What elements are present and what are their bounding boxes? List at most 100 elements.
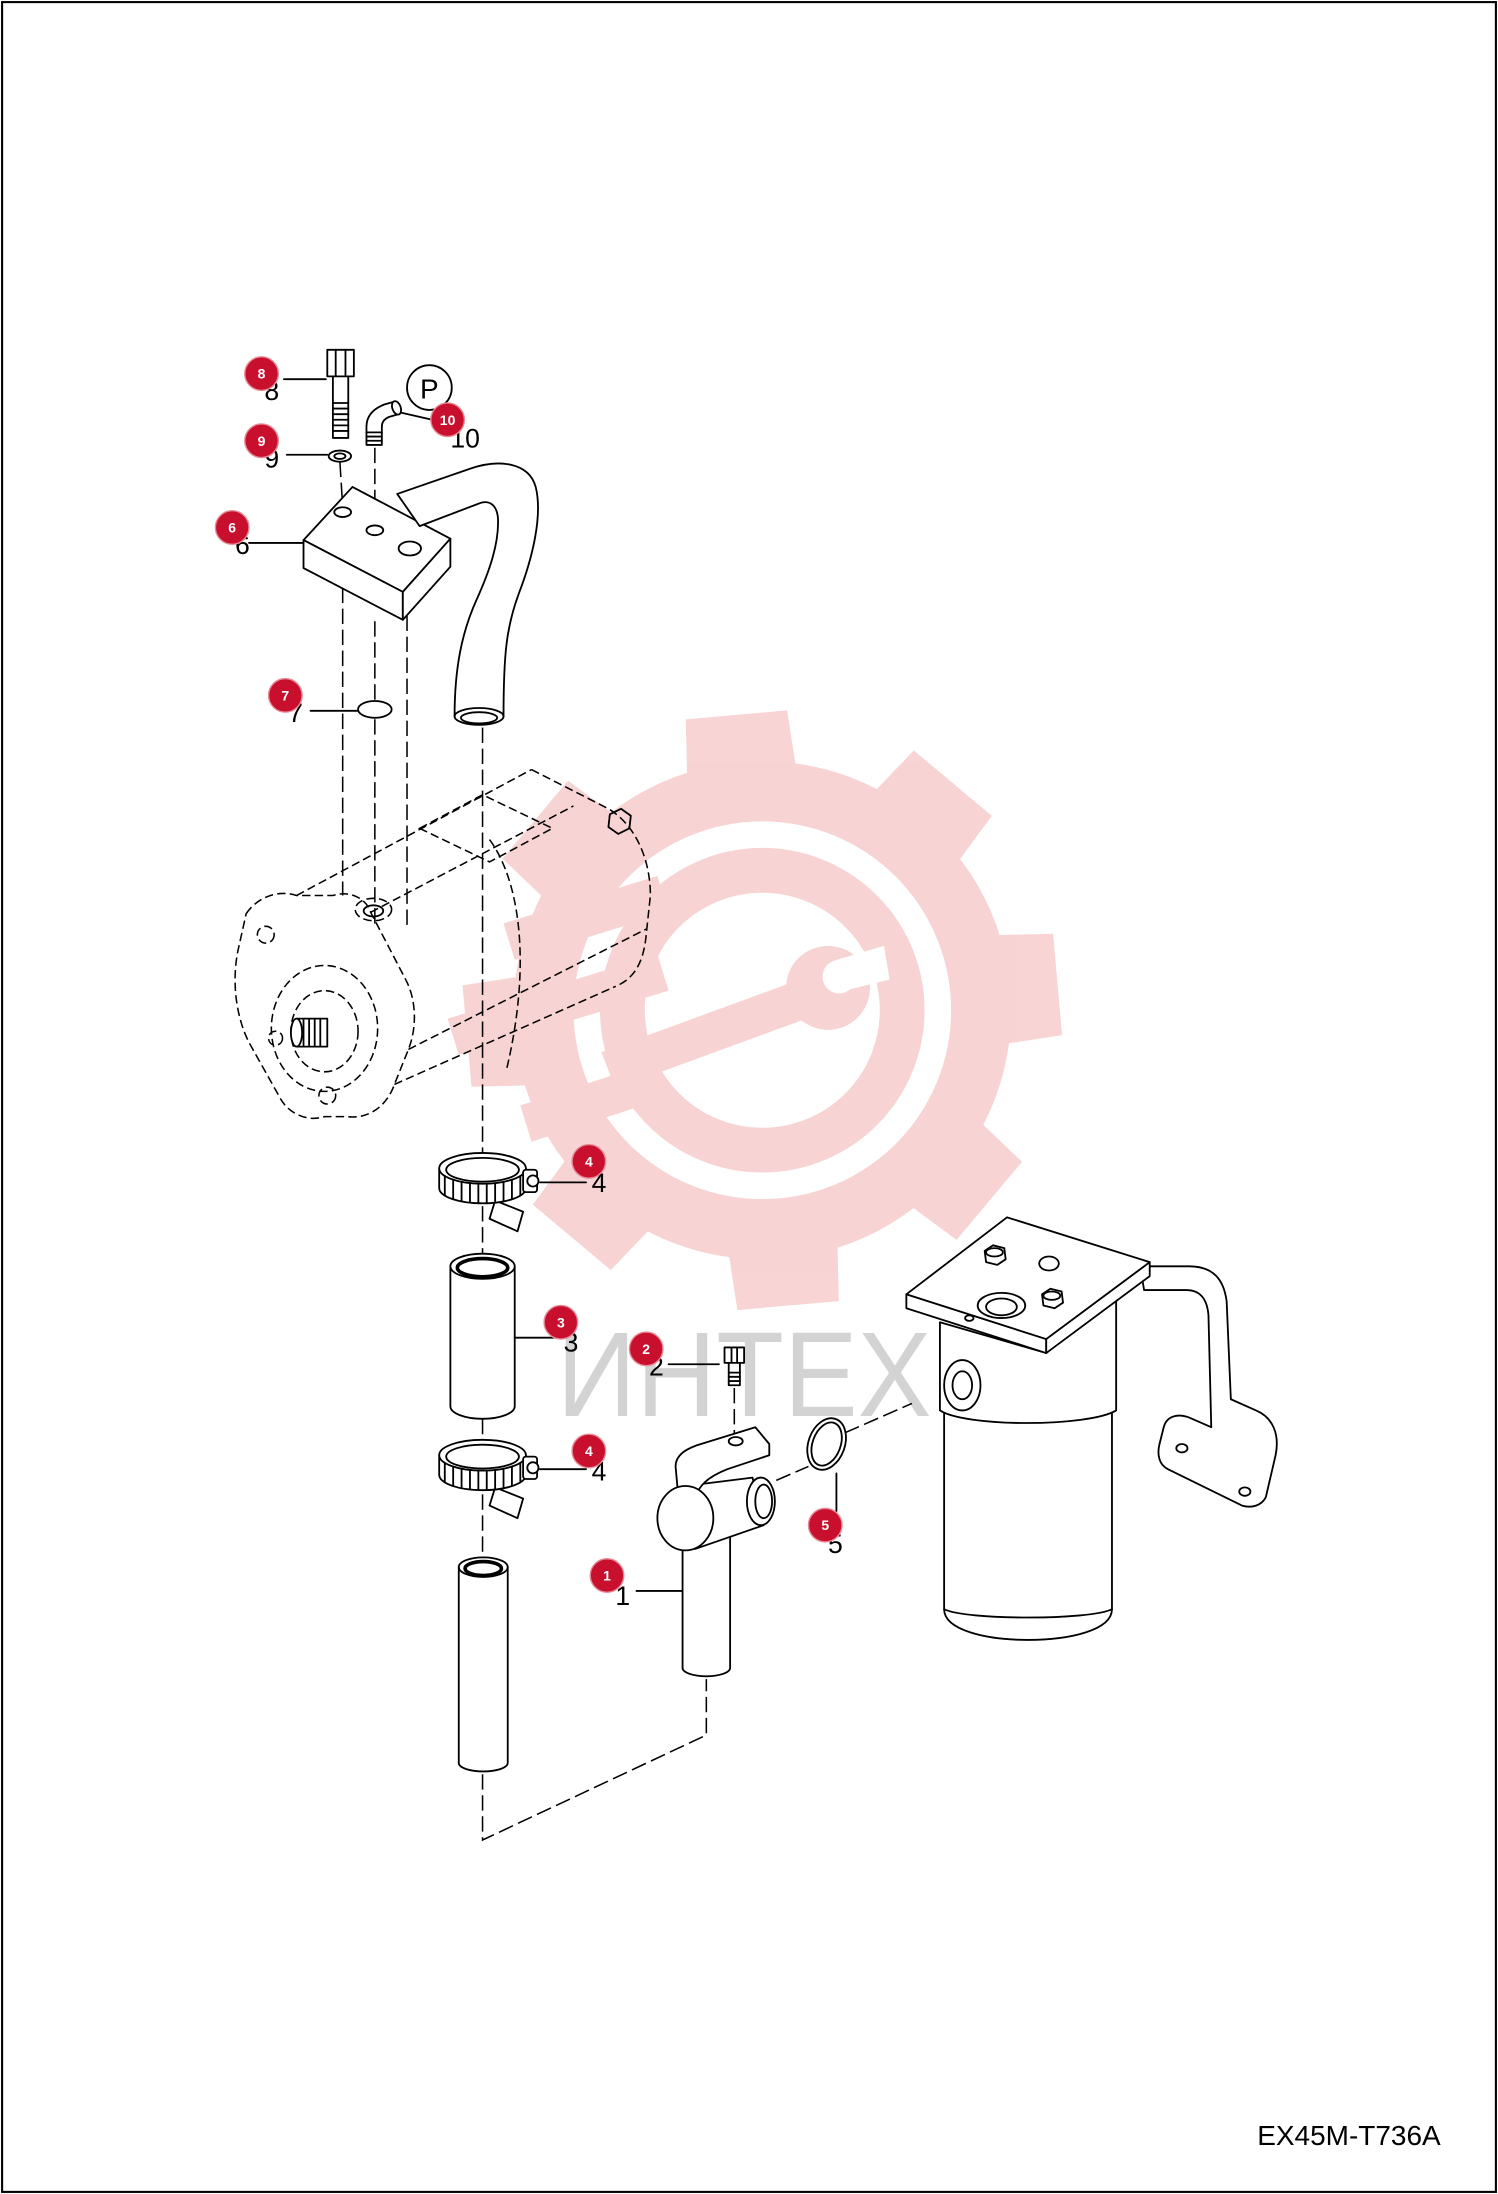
fitting-spigot bbox=[745, 1476, 776, 1527]
callout-4-upper[interactable]: 4 bbox=[571, 1143, 607, 1179]
assembly-line bbox=[339, 461, 344, 507]
bracket-hole bbox=[1238, 1486, 1252, 1497]
watermark-stripe bbox=[503, 875, 669, 960]
elbow-pipe-part-1 bbox=[656, 1426, 776, 1678]
hose-clamp-part-4-upper bbox=[438, 1152, 540, 1233]
pump-body-edge bbox=[408, 928, 647, 1051]
clamp-inner-edge bbox=[445, 1443, 520, 1470]
ref-label: 1 bbox=[615, 1581, 630, 1611]
filter-head-hole bbox=[964, 1314, 975, 1322]
callout-number[interactable]: 6 bbox=[228, 520, 236, 536]
bolt-head-top bbox=[985, 1247, 1004, 1258]
callout-number[interactable]: 1 bbox=[603, 1568, 611, 1584]
callout-1[interactable]: 1 bbox=[589, 1558, 625, 1594]
block-side-face bbox=[401, 537, 452, 621]
o-ring-inner bbox=[810, 1421, 843, 1467]
watermark-wrench-jaw-opening bbox=[836, 945, 890, 991]
pressure-port-symbol: P bbox=[406, 364, 453, 411]
callout-dot[interactable] bbox=[430, 402, 466, 438]
elbow-fitting-part-10 bbox=[365, 400, 403, 446]
assembly-line bbox=[481, 1679, 708, 1842]
callout-8[interactable]: 8 bbox=[244, 356, 280, 392]
callout-dot[interactable] bbox=[244, 423, 280, 459]
callout-6[interactable]: 6 bbox=[214, 510, 250, 546]
filter-head-bolt bbox=[1041, 1287, 1064, 1310]
block-bolt-hole bbox=[365, 524, 385, 537]
callout-number[interactable]: 4 bbox=[585, 1153, 593, 1169]
filter-canister bbox=[943, 1405, 1113, 1641]
filter-inlet-port bbox=[943, 1359, 982, 1412]
callout-dot[interactable] bbox=[543, 1304, 579, 1340]
clamp-screw-head bbox=[526, 1461, 540, 1475]
callout-number[interactable]: 10 bbox=[440, 412, 456, 428]
pump-rear-bolt bbox=[607, 807, 632, 835]
callout-number[interactable]: 7 bbox=[281, 687, 289, 703]
watermark-logo bbox=[447, 710, 1063, 1311]
block-part-6 bbox=[302, 486, 452, 621]
filter-head-outlet-bore bbox=[985, 1297, 1018, 1317]
pressure-symbol-letter: P bbox=[420, 373, 439, 404]
callout-3[interactable]: 3 bbox=[543, 1304, 579, 1340]
callout-dot[interactable] bbox=[244, 356, 280, 392]
callout-5[interactable]: 5 bbox=[807, 1507, 843, 1543]
callout-10[interactable]: 10 bbox=[430, 402, 466, 438]
callout-dot[interactable] bbox=[628, 1331, 664, 1367]
drawing-code: EX45M-T736A bbox=[1257, 2120, 1441, 2151]
block-bolt-hole bbox=[333, 506, 352, 518]
washer-inner bbox=[333, 452, 347, 460]
clamp-tail bbox=[488, 1199, 525, 1233]
callout-dot[interactable] bbox=[214, 510, 250, 546]
clamp-inner-edge bbox=[445, 1156, 520, 1183]
pump-flange-hole bbox=[256, 925, 275, 944]
callout-9[interactable]: 9 bbox=[244, 423, 280, 459]
pump-rear-cover bbox=[531, 768, 652, 988]
pump-port bbox=[354, 897, 393, 922]
pump-body-edge bbox=[296, 768, 532, 897]
callout-number[interactable]: 2 bbox=[642, 1341, 650, 1357]
clamp-band-slots bbox=[443, 1461, 522, 1492]
pressure-symbol-circle bbox=[406, 364, 453, 411]
callout-dot[interactable] bbox=[571, 1433, 607, 1469]
pump-section-joint bbox=[488, 839, 521, 1071]
pipe-end-bore bbox=[459, 711, 499, 725]
callout-dot[interactable] bbox=[267, 677, 303, 713]
callout-number[interactable]: 4 bbox=[585, 1443, 593, 1459]
bolt-shank bbox=[727, 1361, 741, 1387]
assembly-line bbox=[775, 1465, 809, 1482]
callout-number[interactable]: 9 bbox=[258, 433, 266, 449]
assembly-lines bbox=[339, 447, 913, 1842]
watermark-wrench-handle bbox=[601, 979, 815, 1089]
fitting-bracket-hole bbox=[727, 1436, 744, 1447]
bolt-head bbox=[723, 1346, 746, 1364]
callout-number[interactable]: 8 bbox=[258, 366, 266, 382]
bracket-hole bbox=[1175, 1443, 1189, 1454]
watermark-ring bbox=[600, 847, 925, 1173]
elbow-end bbox=[391, 400, 403, 416]
callout-7[interactable]: 7 bbox=[267, 677, 303, 713]
filter-head-bolt bbox=[983, 1244, 1007, 1266]
hose-part-3 bbox=[449, 1252, 516, 1420]
filter-inlet-bore bbox=[951, 1370, 974, 1401]
callout-dot[interactable] bbox=[571, 1143, 607, 1179]
washer-part-9 bbox=[327, 449, 352, 463]
leader-line bbox=[400, 411, 434, 421]
filter-head-hole bbox=[1038, 1255, 1060, 1272]
tube-bore bbox=[463, 1559, 504, 1578]
callout-dot[interactable] bbox=[807, 1507, 843, 1543]
filter-head-outlet bbox=[976, 1291, 1027, 1319]
pump-body-edge bbox=[370, 805, 574, 913]
hydraulic-pump bbox=[234, 768, 652, 1120]
callout-dot[interactable] bbox=[589, 1558, 625, 1594]
callout-4-lower[interactable]: 4 bbox=[571, 1433, 607, 1469]
filter-head-body bbox=[939, 1293, 1118, 1424]
clamp-screw-head bbox=[526, 1174, 540, 1188]
callout-2[interactable]: 2 bbox=[628, 1331, 664, 1367]
fitting-end-cap bbox=[656, 1485, 715, 1552]
bolt-part-2 bbox=[723, 1346, 746, 1387]
assembly-line bbox=[844, 1402, 913, 1434]
callout-number[interactable]: 5 bbox=[821, 1517, 829, 1533]
filter-mount-bracket bbox=[1139, 1265, 1278, 1508]
callout-number[interactable]: 3 bbox=[557, 1314, 565, 1330]
pump-spline-shaft bbox=[290, 1017, 329, 1048]
